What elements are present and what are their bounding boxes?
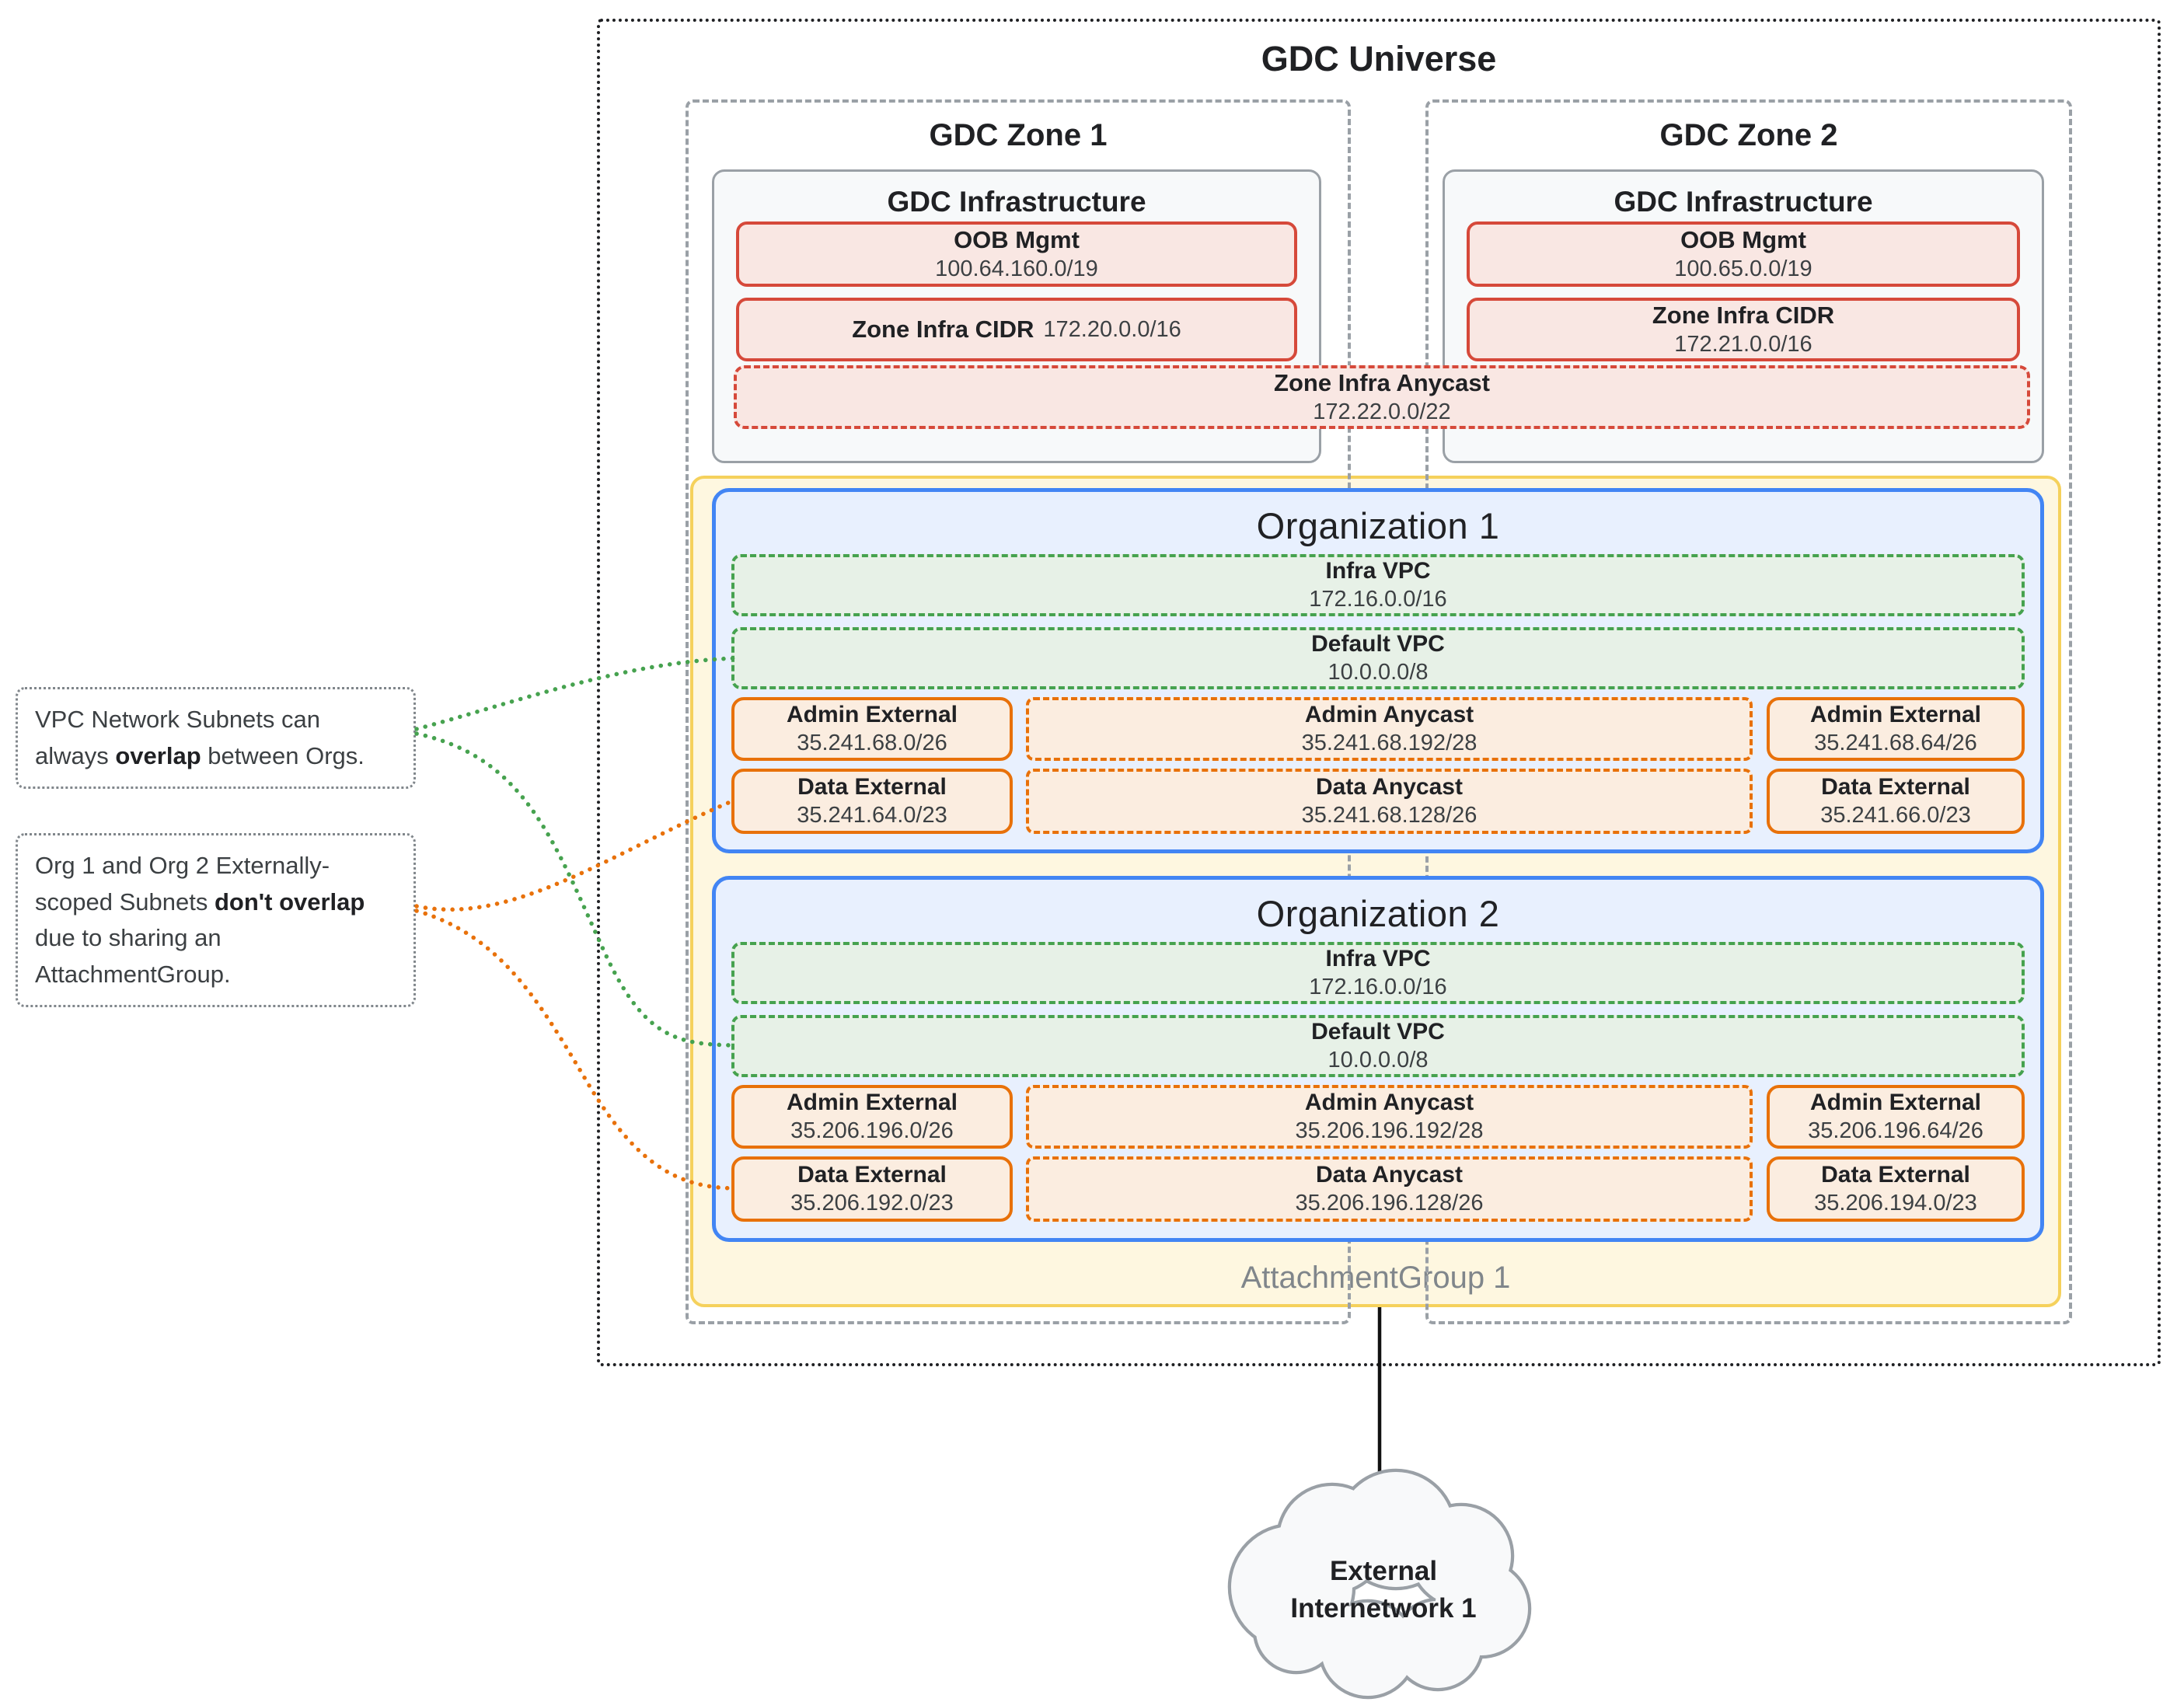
note-text: Org 1 and Org 2 Externally-scoped Subnet… <box>35 852 330 916</box>
zone1-oob-label: OOB Mgmt <box>954 225 1080 253</box>
gdc-universe-title: GDC Universe <box>1261 39 1497 78</box>
subnet-label: Admin Anycast <box>1304 701 1474 727</box>
org1-admin-anycast-box: Admin Anycast 35.241.68.192/28 <box>1026 697 1753 761</box>
org2-infra-vpc-cidr: 172.16.0.0/16 <box>1309 975 1447 1000</box>
org1-admin-external-left-box: Admin External 35.241.68.0/26 <box>731 697 1013 761</box>
subnet-label: Data External <box>797 773 947 800</box>
subnet-label: Data Anycast <box>1316 773 1463 800</box>
zone1-infrastructure-title: GDC Infrastructure <box>887 186 1146 218</box>
zone2-oob-cidr: 100.65.0.0/19 <box>1674 256 1812 282</box>
subnet-label: Admin Anycast <box>1304 1089 1474 1115</box>
zone-infra-anycast-box: Zone Infra Anycast 172.22.0.0/22 <box>734 365 2030 429</box>
subnet-cidr: 35.241.68.128/26 <box>1301 803 1478 828</box>
zone2-oob-mgmt-box: OOB Mgmt 100.65.0.0/19 <box>1467 221 2020 287</box>
org2-data-external-right-box: Data External 35.206.194.0/23 <box>1767 1156 2025 1222</box>
org1-infra-vpc-box: Infra VPC 172.16.0.0/16 <box>731 554 2025 616</box>
org2-admin-external-left-box: Admin External 35.206.196.0/26 <box>731 1085 1013 1149</box>
organization1-title: Organization 1 <box>1256 505 1500 546</box>
subnet-label: Data External <box>1821 1161 1970 1188</box>
subnet-cidr: 35.206.196.192/28 <box>1295 1118 1484 1144</box>
zone2-infra-cidr-box: Zone Infra CIDR 172.21.0.0/16 <box>1467 298 2020 361</box>
zone2-oob-label: OOB Mgmt <box>1680 225 1806 253</box>
org2-data-anycast-box: Data Anycast 35.206.196.128/26 <box>1026 1156 1753 1222</box>
zone2-infra-cidr-label: Zone Infra CIDR <box>1652 301 1835 329</box>
subnet-cidr: 35.241.68.64/26 <box>1814 731 1977 756</box>
org1-infra-vpc-cidr: 172.16.0.0/16 <box>1309 587 1447 612</box>
org1-default-vpc-label: Default VPC <box>1311 630 1445 657</box>
org1-admin-external-right-box: Admin External 35.241.68.64/26 <box>1767 697 2025 761</box>
note-text: between Orgs. <box>201 741 365 769</box>
organization2-box: Organization 2 Infra VPC 172.16.0.0/16 D… <box>712 876 2044 1242</box>
org2-default-vpc-box: Default VPC 10.0.0.0/8 <box>731 1015 2025 1077</box>
zone-infra-anycast-label: Zone Infra Anycast <box>1274 368 1490 396</box>
org1-data-anycast-box: Data Anycast 35.241.68.128/26 <box>1026 769 1753 834</box>
subnet-label: Admin External <box>1809 701 1982 727</box>
organization2-title: Organization 2 <box>1256 893 1500 934</box>
subnet-label: Data External <box>797 1161 947 1188</box>
zone1-infra-cidr-label: Zone Infra CIDR <box>852 315 1034 343</box>
attachment-group-label: AttachmentGroup 1 <box>1240 1261 1511 1295</box>
org2-data-external-left-box: Data External 35.206.192.0/23 <box>731 1156 1013 1222</box>
org2-infra-vpc-box: Infra VPC 172.16.0.0/16 <box>731 942 2025 1004</box>
external-internetwork-line2: Internetwork 1 <box>1290 1593 1477 1624</box>
subnet-label: Data Anycast <box>1316 1161 1463 1188</box>
note-bold-text: don't overlap <box>214 888 365 916</box>
org1-data-external-right-box: Data External 35.241.66.0/23 <box>1767 769 2025 834</box>
zone2-infra-cidr-value: 172.21.0.0/16 <box>1674 332 1812 357</box>
org1-infra-vpc-label: Infra VPC <box>1325 557 1431 584</box>
subnet-cidr: 35.206.196.128/26 <box>1295 1191 1484 1216</box>
zone1-infra-cidr-value: 172.20.0.0/16 <box>1043 316 1181 342</box>
subnet-cidr: 35.241.68.0/26 <box>797 731 947 756</box>
org2-infra-vpc-label: Infra VPC <box>1325 945 1431 971</box>
subnet-cidr: 35.241.64.0/23 <box>797 803 947 828</box>
subnet-cidr: 35.241.68.192/28 <box>1301 731 1478 756</box>
zone-infra-anycast-cidr: 172.22.0.0/22 <box>1313 399 1451 425</box>
subnet-cidr: 35.206.196.64/26 <box>1808 1118 1983 1144</box>
org1-default-vpc-cidr: 10.0.0.0/8 <box>1327 660 1429 685</box>
subnet-cidr: 35.206.194.0/23 <box>1814 1191 1977 1216</box>
org1-default-vpc-box: Default VPC 10.0.0.0/8 <box>731 627 2025 689</box>
gdc-zone-1-title: GDC Zone 1 <box>929 118 1108 152</box>
zone2-infrastructure-title: GDC Infrastructure <box>1614 186 1873 218</box>
external-internetwork-line1: External <box>1329 1556 1438 1586</box>
organization1-box: Organization 1 Infra VPC 172.16.0.0/16 D… <box>712 488 2044 853</box>
note-subnets-dont-overlap: Org 1 and Org 2 Externally-scoped Subnet… <box>16 833 416 1007</box>
gdc-zone-2-title: GDC Zone 2 <box>1659 118 1838 152</box>
zone1-infra-cidr-box: Zone Infra CIDR 172.20.0.0/16 <box>736 298 1297 361</box>
external-internetwork-label: External Internetwork 1 <box>1240 1553 1527 1628</box>
zone1-oob-mgmt-box: OOB Mgmt 100.64.160.0/19 <box>736 221 1297 287</box>
org2-default-vpc-cidr: 10.0.0.0/8 <box>1327 1048 1429 1073</box>
org1-data-external-left-box: Data External 35.241.64.0/23 <box>731 769 1013 834</box>
note-text: VPC Network Subnets can always <box>35 706 321 769</box>
org2-default-vpc-label: Default VPC <box>1311 1018 1445 1045</box>
subnet-label: Admin External <box>786 1089 958 1115</box>
zone1-oob-cidr: 100.64.160.0/19 <box>935 256 1098 282</box>
org2-admin-external-right-box: Admin External 35.206.196.64/26 <box>1767 1085 2025 1149</box>
subnet-label: Admin External <box>1809 1089 1982 1115</box>
subnet-cidr: 35.206.192.0/23 <box>790 1191 954 1216</box>
subnet-cidr: 35.206.196.0/26 <box>790 1118 954 1144</box>
note-subnets-overlap: VPC Network Subnets can always overlap b… <box>16 687 416 789</box>
note-text: due to sharing an AttachmentGroup. <box>35 924 231 988</box>
subnet-label: Admin External <box>786 701 958 727</box>
note-bold-text: overlap <box>115 741 201 769</box>
subnet-cidr: 35.241.66.0/23 <box>1820 803 1971 828</box>
org2-admin-anycast-box: Admin Anycast 35.206.196.192/28 <box>1026 1085 1753 1149</box>
subnet-label: Data External <box>1821 773 1970 800</box>
